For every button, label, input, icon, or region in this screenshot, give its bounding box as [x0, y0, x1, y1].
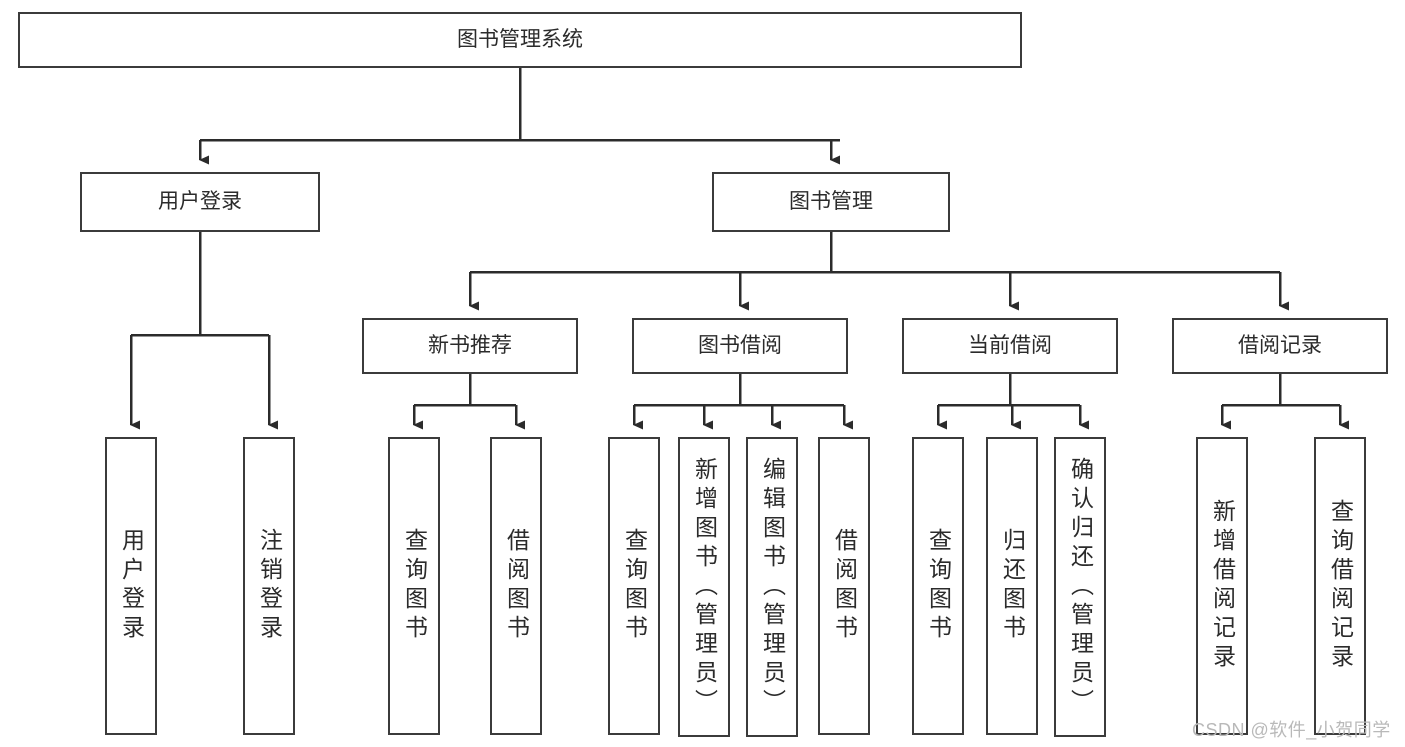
node-leaf-user-login[interactable]: 用户登录 — [105, 437, 157, 735]
node-leaf-query-book-1[interactable]: 查询图书 — [388, 437, 440, 735]
node-label-book-manage: 图书管理 — [789, 189, 873, 213]
node-leaf-edit-book[interactable]: 编辑图书（管理员） — [746, 437, 798, 737]
node-label-leaf-borrow-book-2: 借阅图书 — [831, 528, 858, 644]
node-leaf-add-record[interactable]: 新增借阅记录 — [1196, 437, 1248, 735]
node-leaf-return-book[interactable]: 归还图书 — [986, 437, 1038, 735]
node-label-leaf-add-record: 新增借阅记录 — [1209, 499, 1236, 673]
node-label-leaf-return-book: 归还图书 — [999, 528, 1026, 644]
node-leaf-borrow-book-2[interactable]: 借阅图书 — [818, 437, 870, 735]
node-user-login[interactable]: 用户登录 — [80, 172, 320, 232]
watermark: CSDN @软件_小贺同学 — [1192, 720, 1391, 740]
node-leaf-confirm-return[interactable]: 确认归还（管理员） — [1054, 437, 1106, 737]
node-label-root: 图书管理系统 — [457, 27, 583, 51]
node-label-leaf-confirm-return: 确认归还（管理员） — [1067, 456, 1094, 718]
node-leaf-query-book-3[interactable]: 查询图书 — [912, 437, 964, 735]
node-label-leaf-user-logout: 注销登录 — [256, 528, 283, 644]
node-label-current-borrow: 当前借阅 — [968, 333, 1052, 357]
node-leaf-borrow-book-1[interactable]: 借阅图书 — [490, 437, 542, 735]
node-book-manage[interactable]: 图书管理 — [712, 172, 950, 232]
node-root[interactable]: 图书管理系统 — [18, 12, 1022, 68]
node-new-book-recommend[interactable]: 新书推荐 — [362, 318, 578, 374]
node-label-leaf-user-login: 用户登录 — [118, 528, 145, 644]
node-label-new-book-recommend: 新书推荐 — [428, 333, 512, 357]
node-leaf-query-record[interactable]: 查询借阅记录 — [1314, 437, 1366, 735]
node-label-leaf-query-book-3: 查询图书 — [925, 528, 952, 644]
node-current-borrow[interactable]: 当前借阅 — [902, 318, 1118, 374]
node-label-leaf-borrow-book-1: 借阅图书 — [503, 528, 530, 644]
node-book-borrow[interactable]: 图书借阅 — [632, 318, 848, 374]
node-borrow-record[interactable]: 借阅记录 — [1172, 318, 1388, 374]
node-label-leaf-edit-book: 编辑图书（管理员） — [759, 456, 786, 718]
node-leaf-query-book-2[interactable]: 查询图书 — [608, 437, 660, 735]
node-leaf-user-logout[interactable]: 注销登录 — [243, 437, 295, 735]
node-leaf-add-book[interactable]: 新增图书（管理员） — [678, 437, 730, 737]
node-label-leaf-query-book-2: 查询图书 — [621, 528, 648, 644]
node-label-book-borrow: 图书借阅 — [698, 333, 782, 357]
node-label-user-login: 用户登录 — [158, 189, 242, 213]
node-label-borrow-record: 借阅记录 — [1238, 333, 1322, 357]
node-label-leaf-add-book: 新增图书（管理员） — [691, 456, 718, 718]
node-label-leaf-query-book-1: 查询图书 — [401, 528, 428, 644]
node-label-leaf-query-record: 查询借阅记录 — [1327, 499, 1354, 673]
